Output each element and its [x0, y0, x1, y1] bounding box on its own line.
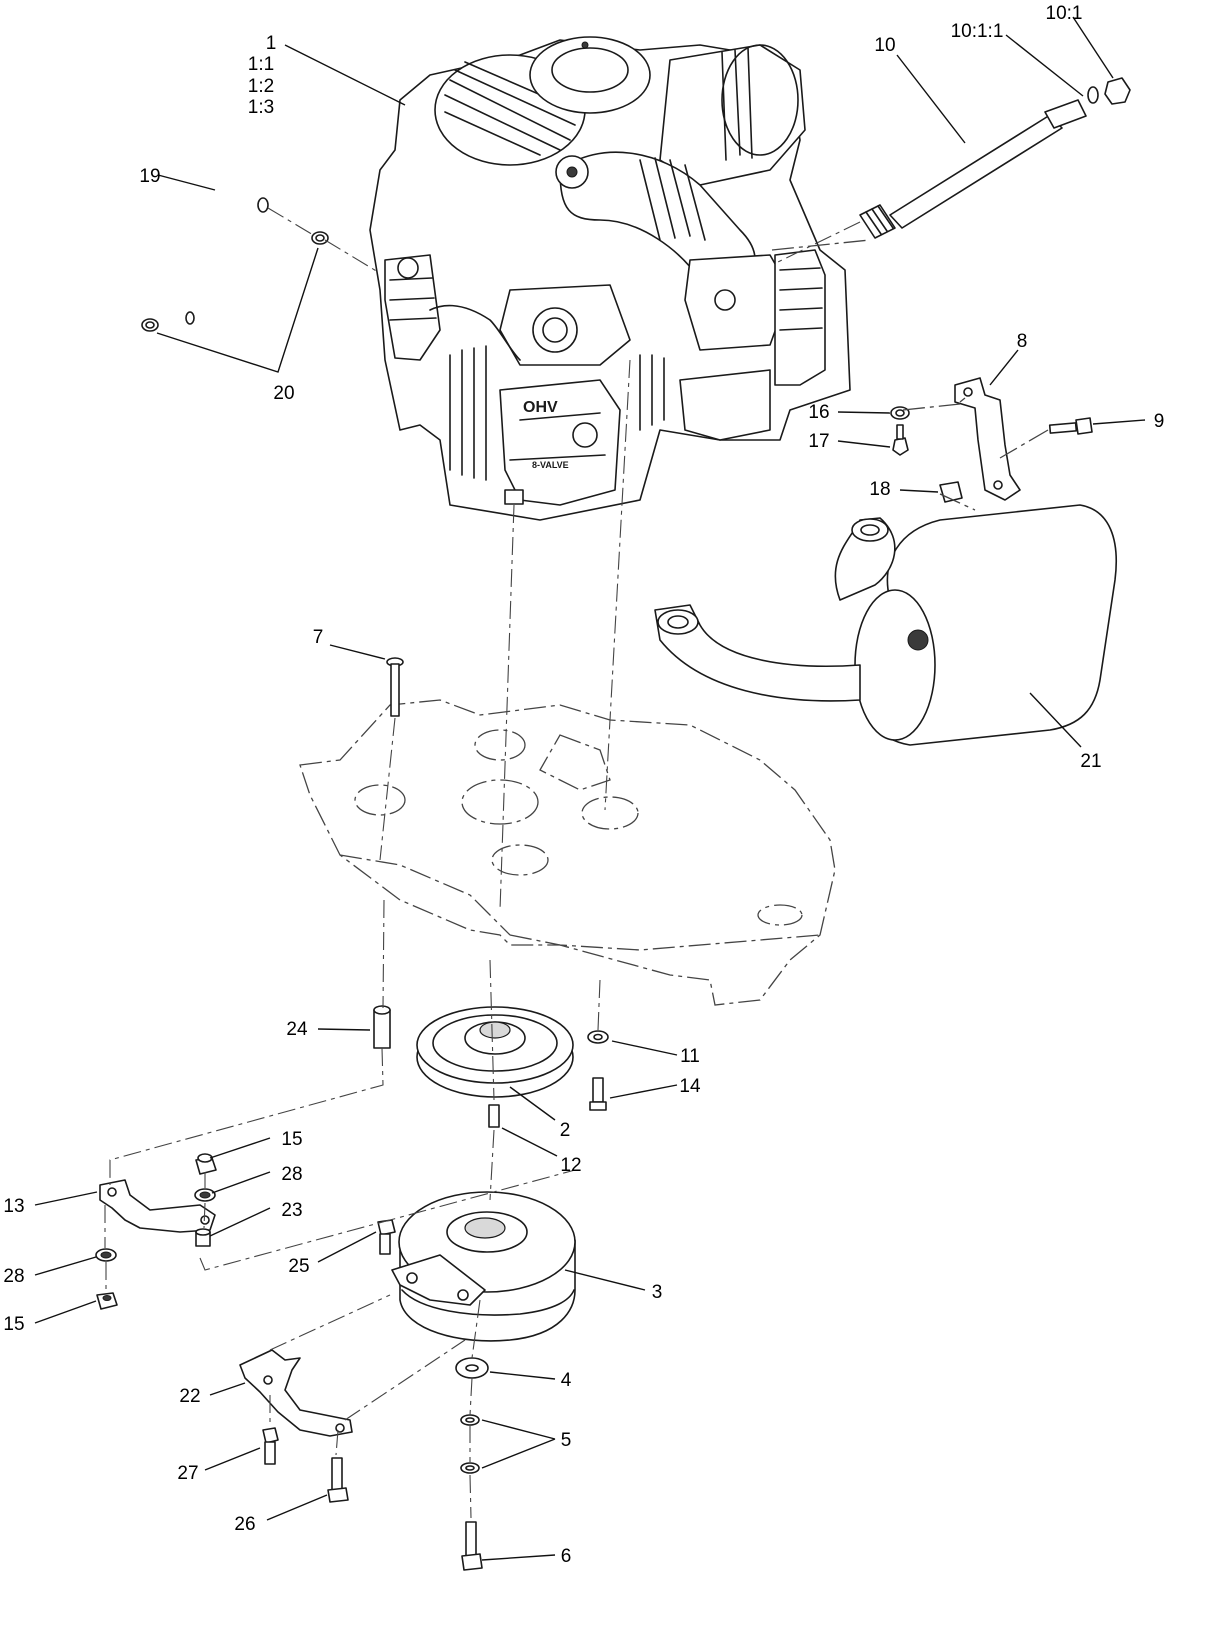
- bracket-22: [239, 1349, 353, 1437]
- callout-1-3: 1:3: [248, 97, 274, 118]
- callout-14: 14: [679, 1076, 701, 1097]
- callout-28-lower: 28: [3, 1266, 24, 1287]
- nut-15-lower: [96, 1292, 118, 1310]
- callout-7: 7: [313, 627, 324, 648]
- callout-3: 3: [652, 1282, 663, 1303]
- bushing-28-lower: [95, 1248, 117, 1262]
- callout-26: 26: [234, 1514, 255, 1535]
- pulley: [416, 1006, 574, 1098]
- callout-13: 13: [3, 1196, 24, 1217]
- callout-9: 9: [1154, 411, 1165, 432]
- spacer-24: [373, 1005, 391, 1049]
- breather-hose: [185, 176, 269, 325]
- engine-deck: [299, 699, 836, 1006]
- drain-cap: [1104, 77, 1131, 105]
- callout-19: 19: [139, 166, 160, 187]
- bushing-28-upper: [194, 1188, 216, 1202]
- bolt-27: [262, 1427, 279, 1465]
- nut-15-upper: [195, 1153, 217, 1175]
- bolt-14: [589, 1077, 607, 1111]
- engine-stamp-ohv: OHV: [523, 399, 558, 416]
- bracket-13: [99, 1179, 216, 1233]
- washer-5-lower: [460, 1462, 480, 1474]
- callout-16: 16: [808, 402, 829, 423]
- callout-12: 12: [560, 1155, 581, 1176]
- key-12: [488, 1104, 500, 1128]
- callout-10-1-1: 10:1:1: [951, 21, 1004, 42]
- pto-clutch: [391, 1191, 576, 1342]
- callout-1: 1: [266, 33, 277, 54]
- engine-stamp-valve: 8-VALVE: [532, 460, 569, 470]
- hose-clamp-lower: [141, 318, 159, 332]
- callout-25: 25: [288, 1256, 309, 1277]
- leader-lines: [34, 16, 1146, 1561]
- bolt-9: [1048, 417, 1093, 435]
- callout-4: 4: [561, 1370, 572, 1391]
- callout-23: 23: [281, 1200, 302, 1221]
- engine: OHV 8-VALVE: [369, 36, 851, 521]
- callout-2: 2: [560, 1120, 571, 1141]
- hose-clamp-upper: [311, 231, 329, 245]
- washer-11: [587, 1030, 609, 1044]
- washer-4: [455, 1357, 489, 1379]
- callout-15-upper: 15: [281, 1129, 302, 1150]
- bolt-26: [327, 1457, 349, 1503]
- callout-8: 8: [1017, 331, 1028, 352]
- callout-1-1: 1:1: [248, 54, 274, 75]
- callout-17: 17: [808, 431, 829, 452]
- callout-20: 20: [273, 383, 294, 404]
- callout-labels: 1 1:1 1:2 1:3 19 20 10 10:1:1 10:1 8 9 1…: [3, 3, 1164, 1567]
- callout-10: 10: [874, 35, 895, 56]
- callout-22: 22: [179, 1386, 200, 1407]
- callout-10-1: 10:1: [1046, 3, 1083, 24]
- bolt-25: [377, 1219, 396, 1255]
- bolt-6: [461, 1521, 483, 1571]
- nut-16-17: [890, 406, 910, 456]
- muffler: [654, 504, 1118, 746]
- callout-27: 27: [177, 1463, 198, 1484]
- oil-drain-hose: [777, 99, 1087, 263]
- spacer-23: [195, 1228, 211, 1247]
- callout-11: 11: [680, 1046, 700, 1067]
- callout-24: 24: [286, 1019, 308, 1040]
- drain-washer: [1087, 86, 1099, 104]
- washer-5-upper: [460, 1414, 480, 1426]
- pin-7: [386, 657, 404, 717]
- callout-21: 21: [1080, 751, 1101, 772]
- callout-1-2: 1:2: [248, 76, 274, 97]
- muffler-bracket: [954, 377, 1021, 501]
- callout-18: 18: [869, 479, 890, 500]
- callout-5: 5: [561, 1430, 572, 1451]
- callout-6: 6: [561, 1546, 572, 1567]
- callout-15-lower: 15: [3, 1314, 24, 1335]
- callout-28-upper: 28: [281, 1164, 302, 1185]
